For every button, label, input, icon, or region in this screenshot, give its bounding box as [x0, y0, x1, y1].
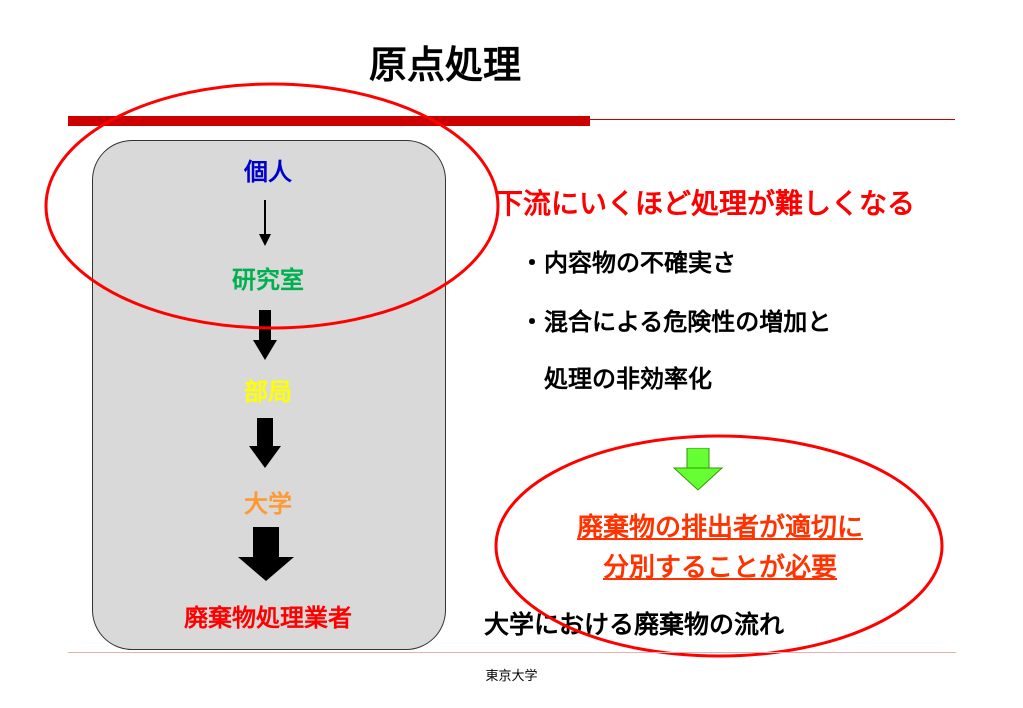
- bullet-3: 処理の非効率化: [520, 365, 712, 393]
- flow-step-individual: 個人: [244, 158, 292, 186]
- flow-step-contractor: 廃棄物処理業者: [184, 604, 352, 632]
- conclusion-line-1: 廃棄物の排出者が適切に: [576, 513, 863, 543]
- slogan-text: 下流にいくほど処理が難しくなる: [495, 187, 916, 220]
- slide-title: 原点処理: [368, 43, 521, 87]
- flow-arrow-1: [259, 200, 271, 246]
- flow-step-lab: 研究室: [232, 266, 304, 294]
- conclusion-line-2: 分別することが必要: [602, 553, 837, 583]
- bullet-2: ・混合による危険性の増加と: [520, 308, 832, 336]
- green-down-arrow-icon: [672, 448, 724, 491]
- footer-rule: [68, 652, 956, 653]
- bullet-1: ・内容物の不確実さ: [520, 249, 736, 277]
- header-red-bar: [68, 116, 590, 126]
- flow-arrow-4: [238, 527, 294, 581]
- footer-text: 東京大学: [485, 669, 538, 684]
- flow-arrow-3: [249, 418, 281, 468]
- conclusion-text: 廃棄物の排出者が適切に 分別することが必要: [520, 508, 920, 588]
- flow-step-university: 大学: [244, 490, 292, 518]
- diagram-caption: 大学における廃棄物の流れ: [484, 610, 785, 639]
- flow-step-department: 部局: [244, 378, 292, 406]
- header-red-line: [590, 119, 955, 120]
- flow-arrow-2: [253, 310, 277, 360]
